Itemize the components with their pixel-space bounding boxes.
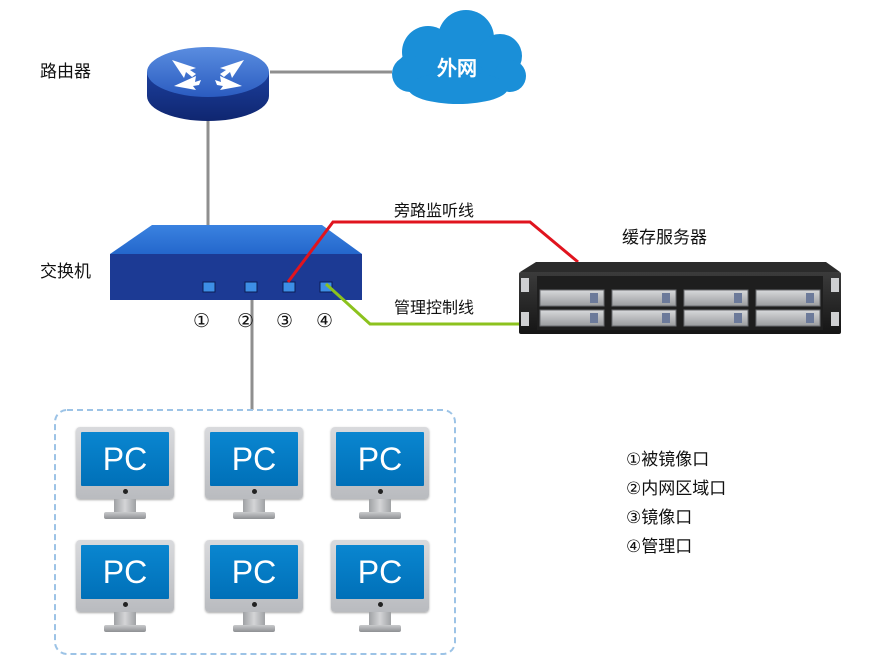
pc-label: PC — [81, 545, 169, 599]
pc-monitor-icon: PC — [205, 540, 303, 636]
pc-monitor-icon: PC — [331, 540, 429, 636]
cache-server-label: 缓存服务器 — [622, 228, 707, 248]
pc-label: PC — [210, 432, 298, 486]
switch-icon — [110, 225, 362, 300]
pc-monitor-icon: PC — [331, 427, 429, 523]
management-control-line — [324, 282, 520, 326]
pc-monitor-icon: PC — [76, 427, 174, 523]
pc-label: PC — [336, 545, 424, 599]
pc-label: PC — [336, 432, 424, 486]
internet-cloud-icon — [392, 10, 526, 104]
pc-label: PC — [210, 545, 298, 599]
bypass-monitor-line — [286, 220, 579, 283]
router-label: 路由器 — [40, 62, 91, 82]
port-number-1: ① — [193, 310, 211, 332]
legend-item-management-port: ④管理口 — [626, 537, 693, 557]
port-number-2: ② — [237, 310, 255, 332]
legend-item-lan-port: ②内网区域口 — [626, 479, 727, 499]
management-line-label: 管理控制线 — [394, 298, 475, 317]
port-legend: ①被镜像口 ②内网区域口 ③镜像口 ④管理口 — [626, 446, 726, 562]
router-icon — [147, 47, 269, 121]
port-number-3: ③ — [276, 310, 294, 332]
pc-monitor-icon: PC — [205, 427, 303, 523]
pc-label: PC — [81, 432, 169, 486]
cache-server-icon — [519, 262, 841, 334]
switch-label: 交换机 — [40, 262, 91, 282]
lan-pc-area — [54, 409, 456, 655]
bypass-line-label: 旁路监听线 — [394, 201, 475, 220]
port-number-4: ④ — [316, 310, 334, 332]
legend-item-mirror-port: ③镜像口 — [626, 508, 693, 528]
legend-item-mirrored-port: ①被镜像口 — [626, 450, 710, 470]
pc-monitor-icon: PC — [76, 540, 174, 636]
internet-label: 外网 — [437, 56, 477, 80]
